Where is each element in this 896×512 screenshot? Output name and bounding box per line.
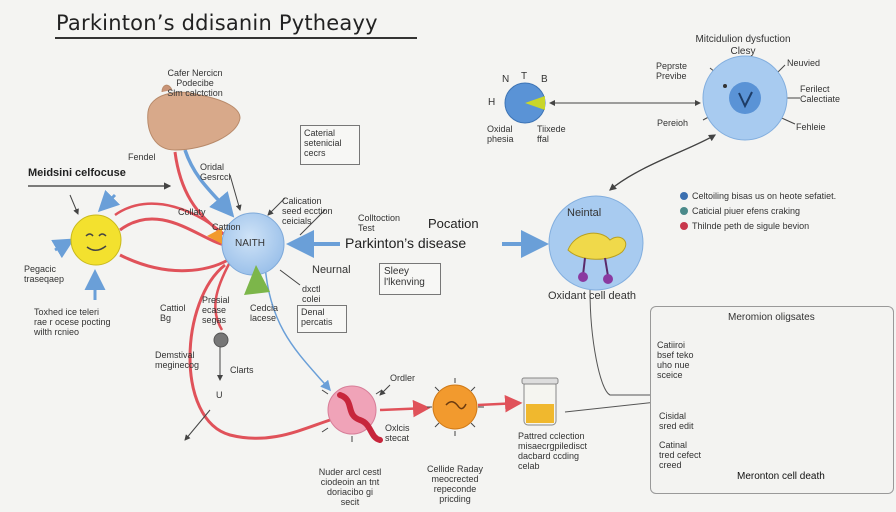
h-label: H	[488, 97, 496, 108]
calication-label: Calication seed ecction ceicials	[282, 196, 333, 226]
nuder-label: Nuder arcl cestl ciodeoin an tnt doriaci…	[318, 467, 382, 507]
panel-low-labels: Catinal tred cefect creed	[659, 440, 702, 470]
blue-arrow	[51, 238, 75, 259]
disease-label: Parkinton’s disease	[345, 235, 467, 251]
pocation-label: Pocation	[428, 216, 479, 231]
legend-text: Caticial piuer efens craking	[692, 206, 801, 216]
cellide-label: Cellide Raday meocrected repeconde pricd…	[426, 464, 484, 504]
neurnal-label: Neurnal	[312, 264, 351, 276]
clarts-label: Clarts	[230, 365, 254, 375]
ferilect-label: Ferilect Calectiate	[800, 84, 841, 104]
mitochondria-icon	[702, 55, 788, 141]
blue-arrow	[264, 264, 331, 392]
neuron-icon	[327, 385, 383, 443]
n-label: N	[502, 74, 510, 85]
legend-text: Celtoiling bisas us on heote sefatiet.	[692, 191, 837, 201]
toxhed-label: Toxhed ice teleri rae r ocese pocting wi…	[34, 307, 111, 337]
oxlcis-label: Oxlcis stecat	[385, 423, 410, 443]
pathway-arrow	[477, 394, 523, 413]
b-label: B	[541, 74, 548, 85]
legend-swatch	[680, 192, 688, 200]
neuvied-label: Neuvied	[787, 58, 821, 68]
mitochondria-title: Mitcidulion dysfuction Clesy	[695, 34, 791, 57]
sleep-box	[379, 263, 441, 295]
orange-wedge	[207, 228, 222, 244]
vial-icon	[521, 377, 559, 426]
panel-mid-labels: Cisidal sred edit	[659, 411, 694, 431]
brain-panel	[650, 306, 894, 494]
dx-label: dxctl colei	[302, 284, 321, 304]
presial-label: Presial ecase segas	[202, 295, 230, 325]
fendel-label: Fendel	[128, 152, 156, 162]
page-title: Parkinton’s ddisanin Pytheayy	[56, 11, 378, 35]
order-label: Ordler	[390, 373, 416, 383]
pathway-curve	[214, 261, 232, 331]
green-triangle	[244, 265, 270, 295]
legend-item: Caticial piuer efens craking	[680, 206, 800, 216]
legend-item: Celtoiling bisas us on heote sefatiet.	[680, 191, 836, 201]
neintal-label: Neintal	[567, 207, 602, 219]
caterial-label: Caterial setenicial cecrs	[304, 128, 342, 158]
cedcia-label: Cedcia lacese	[250, 303, 279, 323]
central-node-label: NAITH	[235, 238, 265, 249]
caterial-box	[300, 125, 360, 165]
liver-icon	[147, 84, 241, 151]
denal-box	[297, 305, 347, 333]
pathway-curve	[188, 263, 331, 440]
oxidal-label: Oxidal phesia	[487, 124, 514, 144]
legend-swatch	[680, 207, 688, 215]
tiixede-label: Tiixede ffal	[537, 124, 566, 144]
fehleie-label: Fehleie	[796, 122, 826, 132]
neintal-cell-icon	[548, 195, 644, 291]
blue-arrow	[183, 149, 235, 218]
cattiol-label: Cattiol Bg	[160, 303, 186, 323]
mito-small-icon	[504, 82, 546, 124]
sleep-box-label: Sleey l'lkenving	[384, 266, 425, 288]
panel-top-labels: Catiiroi bsef teko uho nue sceice	[657, 340, 694, 380]
t-label: T	[521, 71, 528, 82]
cattion-label: Cattion	[212, 222, 241, 232]
collaty-label: Collaty	[178, 207, 206, 217]
title-underline	[55, 37, 417, 39]
blue-arrow	[97, 189, 121, 213]
denal-label: Denal percatis	[301, 307, 333, 327]
sensor-label: Pegacic traseqaep	[24, 264, 65, 284]
u-label: U	[216, 390, 223, 400]
orange-node	[427, 378, 484, 436]
legend-item: Thilnde peth de sigule bevion	[680, 221, 809, 231]
pepreste-label: Peprste Previbe	[656, 61, 688, 81]
pathway-arrow	[379, 399, 431, 418]
pereioh-label: Pereioh	[657, 118, 689, 128]
pathway-curve	[119, 217, 226, 247]
pattred-label: Pattred cclection misaecrgpiledisct dacb…	[518, 431, 588, 471]
collection-label: Colltoction Test	[358, 213, 401, 233]
panel-title: Meromion oligsates	[728, 312, 815, 323]
legend-swatch	[680, 222, 688, 230]
demstival-label: Demstival meginecog	[155, 350, 200, 370]
oxidant-label: Oxidant cell death	[548, 290, 637, 302]
section-label-left: Meidsini celfocuse	[28, 167, 126, 179]
organ-label: Cafer Nercicn Podecibe Slm calctction	[167, 68, 223, 98]
legend-text: Thilnde peth de sigule bevion	[692, 221, 810, 231]
pathway-curve	[119, 253, 229, 273]
panel-caption: Meronton cell death	[737, 471, 825, 482]
oridal-label: Oridal Gesrccl	[200, 162, 231, 182]
face-icon	[70, 214, 122, 266]
